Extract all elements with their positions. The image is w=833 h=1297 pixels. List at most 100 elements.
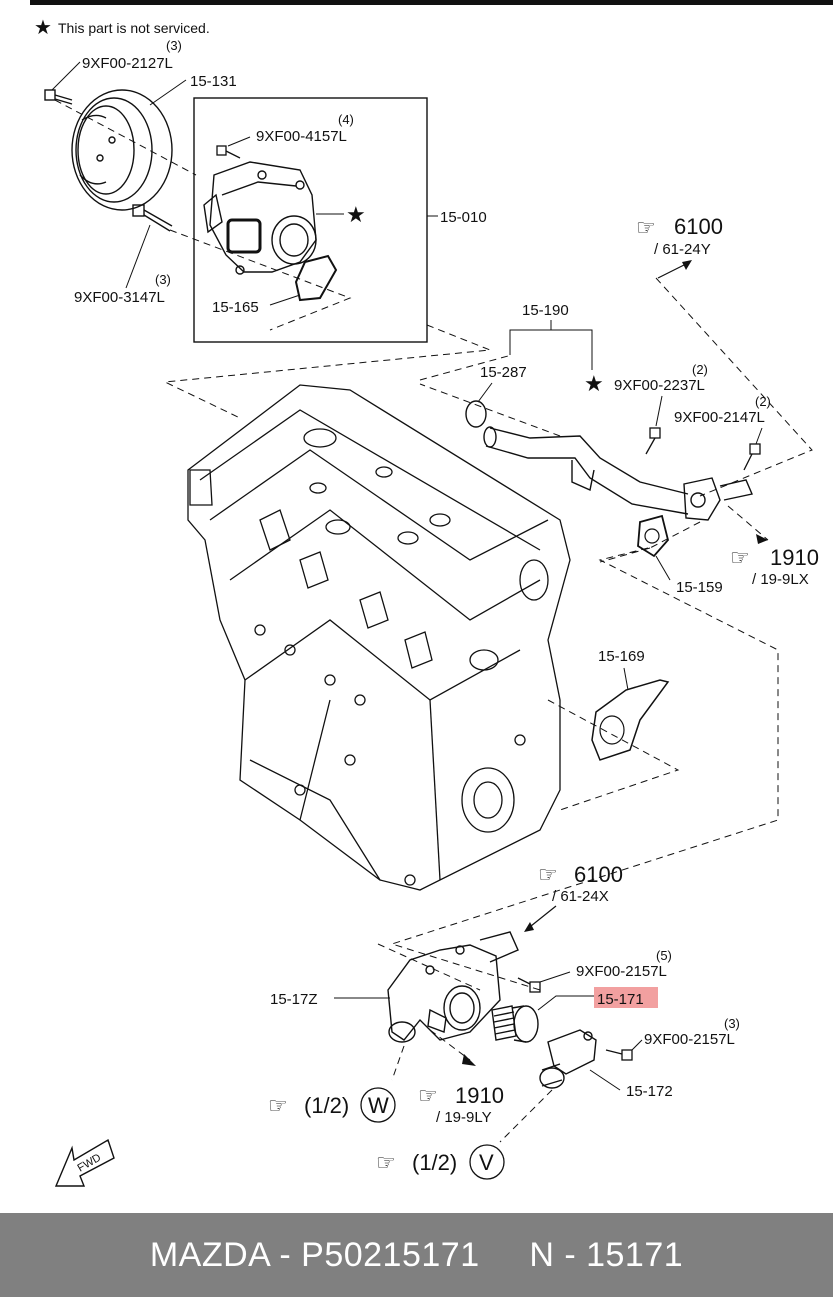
ref-1910-bottom[interactable]: 1910 — [455, 1083, 504, 1108]
ref-v-letter[interactable]: V — [479, 1150, 494, 1175]
ref-1910-right[interactable]: 1910 — [770, 545, 819, 570]
leader — [149, 79, 187, 106]
leader — [631, 1039, 643, 1051]
qty-2157b: (3) — [724, 1016, 740, 1031]
footer-text: MAZDA - P50215171 N - 15171 — [149, 1235, 684, 1274]
arrow-head — [756, 534, 768, 544]
label-15-131[interactable]: 15-131 — [190, 73, 237, 90]
hand-icon: ☞ — [730, 545, 750, 570]
hand-icon: ☞ — [268, 1093, 288, 1118]
ref-w-circle — [360, 1087, 396, 1123]
leader — [477, 382, 493, 403]
ref-6100-top[interactable]: 6100 — [674, 214, 723, 239]
label-15-190[interactable]: 15-190 — [522, 302, 569, 319]
qty-4157: (4) — [338, 112, 354, 127]
star-icon: ★ — [584, 371, 604, 396]
label-15-169[interactable]: 15-169 — [598, 648, 645, 665]
ref-1-2-w[interactable]: (1/2) — [304, 1093, 349, 1118]
hand-icon: ☞ — [538, 862, 558, 887]
leader — [269, 294, 301, 306]
label-15-171[interactable]: 15-171 — [597, 991, 644, 1008]
label-15-010[interactable]: 15-010 — [440, 209, 487, 226]
star-icon: ★ — [34, 17, 52, 39]
arrow-head — [462, 1054, 476, 1066]
footer-brand: MAZDA — [149, 1235, 270, 1274]
ref-1-2-v[interactable]: (1/2) — [412, 1150, 457, 1175]
label-9xf00-2127l[interactable]: 9XF00-2127L — [82, 55, 173, 72]
leader — [589, 1069, 621, 1091]
footer-bar: MAZDA - P50215171 N - 15171 — [0, 1213, 833, 1297]
bolt-4157[interactable] — [216, 145, 241, 159]
gasket-15-169-hole — [599, 715, 625, 745]
ref-61-24y[interactable]: / 61-24Y — [654, 241, 711, 258]
dashed-leader — [377, 943, 553, 1143]
label-15-159[interactable]: 15-159 — [676, 579, 723, 596]
leader — [539, 971, 571, 983]
bolt-2157b[interactable] — [605, 1049, 633, 1061]
top-rule — [30, 0, 833, 5]
leader — [51, 61, 81, 91]
gasket-15-165[interactable] — [294, 254, 338, 302]
leader — [227, 136, 251, 147]
dashed-leader — [54, 99, 491, 419]
gasket-15-159-hole — [644, 528, 660, 544]
ref-19-9lx[interactable]: / 19-9LX — [752, 571, 809, 588]
oring-15-287[interactable] — [465, 400, 487, 428]
bolt-2147[interactable] — [743, 443, 761, 471]
thermostat-housing-15-17z[interactable] — [387, 931, 519, 1043]
star-icon: ★ — [346, 202, 366, 227]
label-15-17z[interactable]: 15-17Z — [270, 991, 318, 1008]
dashed-leader — [390, 277, 813, 991]
label-15-165[interactable]: 15-165 — [212, 299, 259, 316]
hand-icon: ☞ — [418, 1083, 438, 1108]
label-15-172[interactable]: 15-172 — [626, 1083, 673, 1100]
leader — [655, 395, 663, 427]
qty-2147: (2) — [755, 394, 771, 409]
label-9xf00-2147l[interactable]: 9XF00-2147L — [674, 409, 765, 426]
fwd-arrow-icon: FWD — [54, 1138, 115, 1187]
qty-2237: (2) — [692, 362, 708, 377]
leader — [623, 667, 629, 691]
pump-assembly-box — [193, 97, 428, 343]
arrow-head — [524, 922, 534, 932]
leader — [537, 995, 594, 1011]
ref-v-circle — [469, 1144, 505, 1180]
ref-61-24x[interactable]: / 61-24X — [552, 888, 609, 905]
leader — [755, 427, 763, 445]
ref-19-9ly[interactable]: / 19-9LY — [436, 1109, 492, 1126]
hand-icon: ☞ — [376, 1150, 396, 1175]
arrow-head — [682, 260, 692, 270]
bolt-2237[interactable] — [645, 427, 661, 455]
label-9xf00-4157l[interactable]: 9XF00-4157L — [256, 128, 347, 145]
qty-2157a: (5) — [656, 948, 672, 963]
engine-block — [187, 384, 571, 891]
footer-ref: N - 15171 — [529, 1235, 684, 1274]
hand-icon: ☞ — [636, 215, 656, 240]
label-15-287[interactable]: 15-287 — [480, 364, 527, 381]
ref-6100-mid[interactable]: 6100 — [574, 862, 623, 887]
note-text: This part is not serviced. — [58, 20, 210, 36]
bolt-2157a[interactable] — [517, 977, 541, 993]
thermostat-15-171[interactable] — [491, 1005, 539, 1043]
qty-3147: (3) — [155, 272, 171, 287]
leader — [655, 555, 671, 581]
leader — [125, 224, 151, 289]
pulley-15-131[interactable] — [71, 89, 173, 211]
label-9xf00-2157l-a[interactable]: 9XF00-2157L — [576, 963, 667, 980]
gasket-15-159[interactable] — [637, 514, 669, 558]
ref-w-letter[interactable]: W — [368, 1093, 389, 1118]
qty-2127: (3) — [166, 38, 182, 53]
label-9xf00-2157l-b[interactable]: 9XF00-2157L — [644, 1031, 735, 1048]
bracket-15-190 — [509, 320, 593, 370]
highlight-15-171 — [594, 987, 658, 1008]
gasket-15-169[interactable] — [591, 679, 670, 761]
water-pump-body[interactable] — [203, 161, 317, 275]
label-9xf00-3147l[interactable]: 9XF00-3147L — [74, 289, 165, 306]
parts-diagram: ★ This part is not serviced. 9XF00-2127L… — [30, 0, 833, 1187]
cover-15-172[interactable] — [539, 1029, 597, 1089]
dashed-leader — [547, 699, 680, 811]
label-9xf00-2237l[interactable]: 9XF00-2237L — [614, 377, 705, 394]
water-pipe-15-190[interactable] — [483, 426, 753, 521]
bolt-3147[interactable] — [132, 204, 173, 232]
bolt-2127[interactable] — [44, 89, 73, 105]
